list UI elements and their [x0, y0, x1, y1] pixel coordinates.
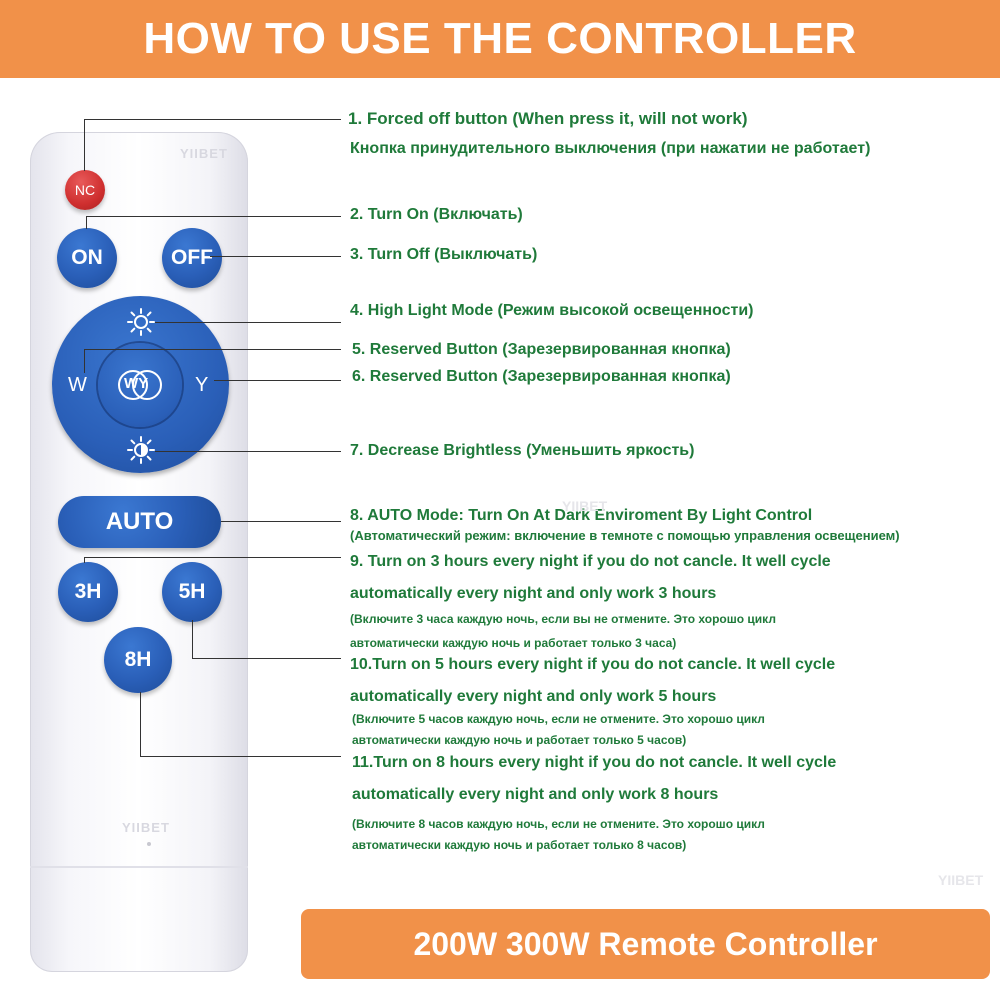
- leader-line-6: [214, 380, 341, 381]
- leader-line-5: [84, 349, 341, 350]
- description-9-ru-2: автоматически каждую ночь и работает тол…: [350, 636, 677, 650]
- half-sun-icon[interactable]: [126, 435, 156, 465]
- remote-brand-bottom: YIIBET: [122, 820, 170, 835]
- description-11-ru-1: (Включите 8 часов каждую ночь, если не о…: [352, 817, 765, 831]
- description-10-en-1: 10.Turn on 5 hours every night if you do…: [350, 656, 836, 673]
- leader-line-5-vertical: [84, 349, 85, 373]
- remote-battery-cover: [30, 866, 248, 972]
- leader-line-1-vertical: [84, 119, 85, 171]
- leader-line-11: [140, 756, 341, 757]
- description-4: 4. High Light Mode (Режим высокой освеще…: [350, 302, 754, 319]
- footer-title: 200W 300W Remote Controller: [413, 925, 878, 962]
- description-9-en-1: 9. Turn on 3 hours every night if you do…: [350, 553, 831, 570]
- on-button-label: ON: [71, 246, 103, 269]
- 8h-button-label: 8H: [124, 648, 152, 671]
- description-9-en-2: automatically every night and only work …: [350, 585, 717, 602]
- y-button[interactable]: Y: [195, 374, 209, 396]
- description-8-en: 8. AUTO Mode: Turn On At Dark Enviroment…: [350, 507, 813, 524]
- w-button[interactable]: W: [68, 374, 87, 396]
- 8h-button[interactable]: 8H: [104, 627, 172, 693]
- auto-button[interactable]: AUTO: [58, 496, 221, 548]
- description-9-ru-1: (Включите 3 часа каждую ночь, если вы не…: [350, 612, 776, 626]
- 3h-button-label: 3H: [74, 580, 102, 603]
- leader-line-1: [84, 119, 341, 120]
- leader-line-2: [86, 216, 341, 217]
- wy-button[interactable]: [98, 343, 182, 427]
- description-11-en-1: 11.Turn on 8 hours every night if you do…: [352, 754, 837, 771]
- leader-line-10-vertical: [192, 620, 193, 658]
- description-7: 7. Decrease Brightless (Уменьшить яркост…: [350, 442, 695, 459]
- leader-line-11-vertical: [140, 692, 141, 756]
- nc-button[interactable]: NC: [65, 170, 105, 210]
- description-10-ru-1: (Включите 5 часов каждую ночь, если не о…: [352, 712, 765, 726]
- footer-banner: 200W 300W Remote Controller: [301, 909, 990, 979]
- leader-line-8: [221, 521, 341, 522]
- 3h-button[interactable]: 3H: [58, 562, 118, 622]
- leader-line-2-vertical: [86, 216, 87, 229]
- remote-led: [147, 842, 151, 846]
- header-banner: HOW TO USE THE CONTROLLER: [0, 0, 1000, 78]
- leader-line-3: [210, 256, 341, 257]
- off-button[interactable]: OFF: [162, 228, 222, 288]
- watermark-center: YIIBET: [562, 498, 608, 514]
- watermark-right: YIIBET: [938, 872, 984, 888]
- description-6: 6. Reserved Button (Зарезервированная кн…: [352, 368, 731, 385]
- 5h-button[interactable]: 5H: [162, 562, 222, 622]
- description-11-ru-2: автоматически каждую ночь и работает тол…: [352, 838, 687, 852]
- leader-line-10: [192, 658, 341, 659]
- leader-line-9-vertical: [84, 557, 85, 563]
- on-button[interactable]: ON: [57, 228, 117, 288]
- sun-icon[interactable]: [126, 307, 156, 337]
- wy-button-label: WY: [124, 375, 149, 392]
- wy-logo-icon: [118, 370, 162, 400]
- description-3: 3. Turn Off (Выключать): [350, 246, 538, 263]
- description-11-en-2: automatically every night and only work …: [352, 786, 719, 803]
- nc-button-label: NC: [74, 182, 96, 198]
- description-10-ru-2: автоматически каждую ночь и работает тол…: [352, 733, 687, 747]
- description-10-en-2: automatically every night and only work …: [350, 688, 717, 705]
- description-8-ru: (Автоматический режим: включение в темно…: [350, 528, 900, 543]
- page-title: HOW TO USE THE CONTROLLER: [143, 14, 857, 63]
- off-button-label: OFF: [171, 246, 213, 269]
- auto-button-label: AUTO: [105, 508, 174, 535]
- description-2: 2. Turn On (Включать): [350, 206, 523, 223]
- leader-line-7: [155, 451, 341, 452]
- description-5: 5. Reserved Button (Зарезервированная кн…: [352, 341, 731, 358]
- leader-line-9: [84, 557, 341, 558]
- description-1-ru: Кнопка принудительного выключения (при н…: [350, 140, 871, 157]
- leader-line-4: [155, 322, 341, 323]
- remote-brand-top: YIIBET: [180, 146, 228, 161]
- description-1-en: 1. Forced off button (When press it, wil…: [348, 109, 748, 128]
- 5h-button-label: 5H: [178, 580, 206, 603]
